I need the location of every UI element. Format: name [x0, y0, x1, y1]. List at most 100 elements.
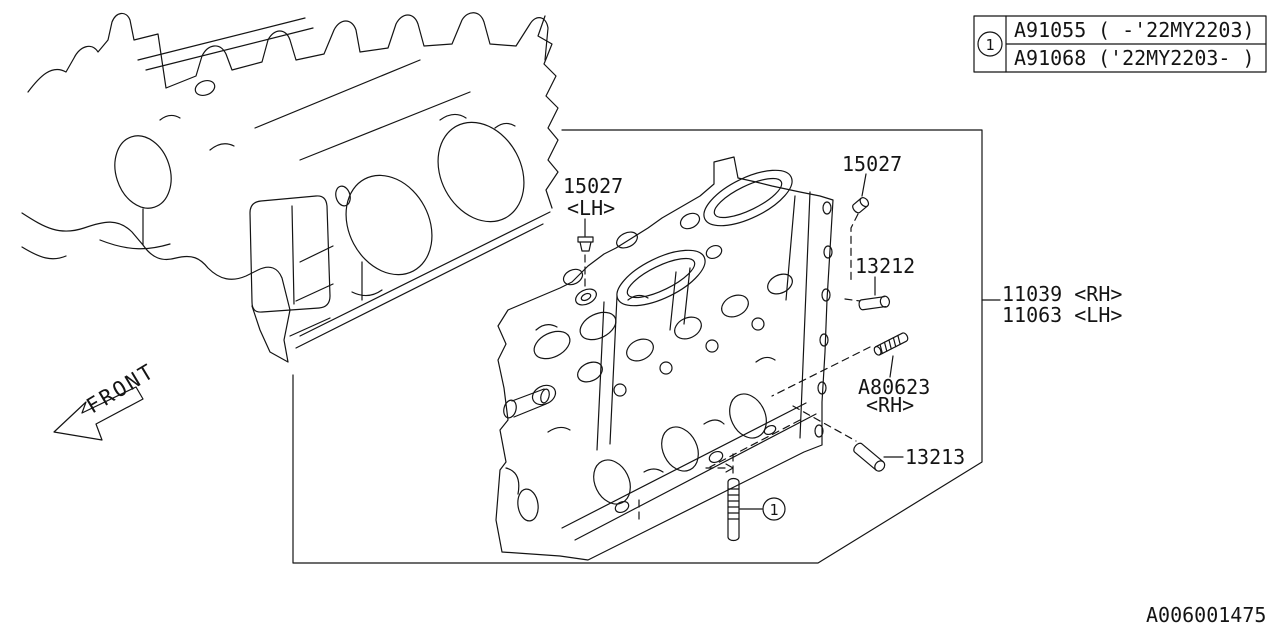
- line-art-segment: [727, 477, 740, 542]
- line-art-segment: [577, 236, 594, 252]
- plug-glyph-15027-lh: [577, 218, 594, 252]
- line-art-segment: [853, 442, 886, 472]
- left-engine-block-drawing: [21, 12, 559, 363]
- line-art-segment: 1: [985, 36, 994, 54]
- part-label-13212: 13212: [855, 254, 915, 278]
- line-art-segment: 1: [769, 501, 778, 519]
- installation-axis-lines: [584, 213, 871, 525]
- line-art-segment: [879, 295, 891, 308]
- line-art-segment: [613, 383, 627, 397]
- line-art-segment: [540, 388, 550, 404]
- leader-dash-plug-rh: [850, 213, 859, 284]
- line-art-segment: [873, 345, 882, 356]
- line-art-segment: [295, 211, 551, 349]
- line-art-segment: [874, 460, 886, 472]
- part-label-a80623: A80623: [858, 375, 930, 399]
- part-label-13213: 13213: [905, 445, 965, 469]
- plug-glyph-15027-rh: [852, 173, 870, 214]
- line-art-segment: [531, 384, 557, 406]
- line-art-segment: [537, 15, 559, 209]
- head-top-ovals: [616, 169, 793, 307]
- part-label-a80623-side: <RH>: [866, 393, 914, 417]
- part-label-11063-lh: 11063 <LH>: [1002, 303, 1122, 327]
- line-art-segment: [859, 197, 870, 208]
- line-art-segment: [137, 17, 471, 161]
- part-labels: 15027 <LH> 15027 13212 11039 <RH> 11063 …: [563, 152, 1122, 521]
- head-side-stub: [503, 388, 550, 419]
- line-art-segment: [503, 399, 517, 419]
- legend-applicability: ('22MY2203- ): [1098, 46, 1255, 70]
- line-art-segment: [194, 79, 216, 97]
- line-art-segment: [289, 245, 334, 337]
- line-art-segment: [580, 292, 592, 302]
- legend-table: 1 A91055 ( -'22MY2203) A91068 ('22MY2203…: [973, 15, 1267, 73]
- head-casting-bosses: [562, 212, 701, 306]
- view-boundary-box: [292, 129, 983, 564]
- line-art-segment: [727, 488, 740, 520]
- line-art-segment: [729, 393, 767, 439]
- line-art-segment: [616, 249, 706, 307]
- part-label-15027-lh-side: <LH>: [567, 196, 615, 220]
- line-art-segment: [858, 296, 887, 311]
- line-art-segment: [495, 156, 834, 561]
- stud-bolt-glyph-1: [727, 477, 763, 542]
- legend-callout-circle: 1: [977, 31, 1003, 57]
- line-art-segment: [853, 442, 884, 471]
- line-art-segment: [596, 267, 691, 451]
- line-art-segment: [291, 205, 295, 305]
- leader-dash-dowel-upper: [844, 298, 861, 302]
- line-art-segment: [705, 339, 719, 353]
- legend-part-number: A91068: [1014, 46, 1086, 70]
- line-art-segment: [661, 426, 699, 472]
- line-art-segment: [159, 113, 516, 151]
- line-art-segment: [579, 311, 617, 341]
- line-art-segment: [763, 424, 777, 436]
- line-art-segment: [817, 381, 827, 395]
- line-art-segment: [785, 191, 811, 439]
- line-art-segment: [819, 333, 829, 347]
- line-art-segment: [659, 361, 673, 375]
- dowel-pin-glyph-13212: [858, 276, 891, 311]
- part-label-15027-rh: 15027: [842, 152, 902, 176]
- callout-circle-1: 1: [762, 497, 786, 521]
- cylinder-head-drawing: [495, 156, 834, 561]
- line-art-segment: [577, 361, 603, 383]
- line-art-segment: [858, 295, 891, 311]
- line-art-segment: [533, 330, 571, 360]
- line-art-segment: [852, 197, 870, 214]
- head-port-holes: [531, 273, 793, 406]
- line-art-segment: [142, 208, 383, 301]
- line-art-segment: [762, 497, 786, 521]
- line-art-segment: [889, 355, 894, 378]
- front-label: FRONT: [82, 359, 159, 419]
- line-art-segment: [575, 288, 597, 306]
- line-art-segment: [626, 257, 696, 299]
- line-art-segment: [822, 201, 832, 215]
- line-art-segment: [562, 268, 584, 286]
- line-art-segment: [725, 463, 734, 473]
- line-art-segment: [335, 185, 351, 207]
- head-foot-detail: [505, 467, 539, 522]
- diagram-code: A006001475: [1146, 603, 1266, 627]
- head-deck-bolt-holes: [614, 201, 833, 514]
- line-art-segment: [821, 288, 831, 302]
- line-art-segment: [873, 332, 909, 356]
- line-art-segment: [114, 135, 172, 209]
- line-art-segment: [535, 294, 776, 473]
- line-art-segment: [977, 31, 1003, 57]
- line-art-segment: [626, 338, 654, 362]
- line-art-segment: [708, 450, 724, 464]
- line-art-segment: [511, 388, 547, 418]
- line-art-segment: [249, 195, 331, 313]
- line-art-segment: [705, 244, 723, 260]
- leader-dash-cross: [709, 419, 801, 468]
- dowel-pin-glyph-13213: [853, 442, 904, 472]
- line-art-segment: [861, 173, 867, 197]
- line-art-segment: [505, 467, 520, 495]
- legend-part-number: A91055: [1014, 18, 1086, 42]
- line-art-segment: [27, 12, 549, 93]
- line-art-segment: [21, 239, 171, 260]
- line-art-segment: [751, 317, 765, 331]
- stud-bolt-glyph-a80623: [873, 332, 909, 378]
